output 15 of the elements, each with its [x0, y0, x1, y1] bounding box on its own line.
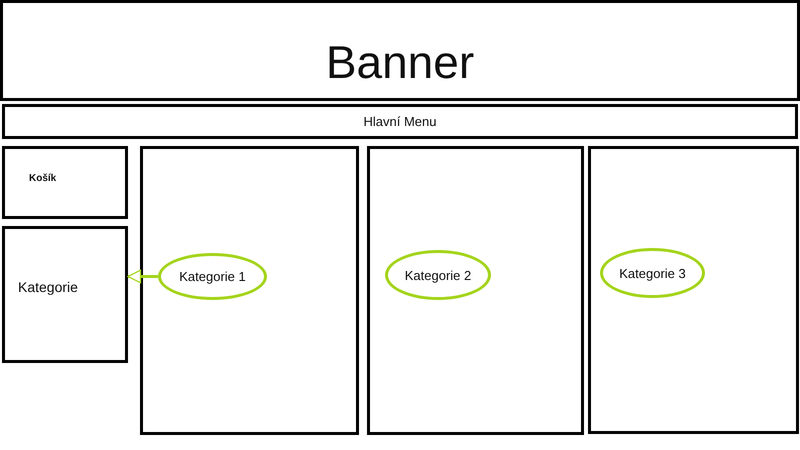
- category-label: Kategorie: [18, 279, 78, 295]
- cart-box: [2, 146, 128, 219]
- category-label: Kategorie 2: [404, 268, 472, 282]
- banner-title: Banner: [324, 35, 476, 89]
- column-box: [367, 146, 584, 435]
- banner-box: [0, 0, 800, 101]
- column-box: [140, 146, 359, 435]
- arrow: [127, 270, 158, 284]
- cart-label: Košík: [29, 173, 56, 184]
- category-label: Kategorie 1: [179, 269, 246, 284]
- menu-bar: [2, 104, 798, 139]
- menu-label: Hlavní Menu: [362, 114, 438, 129]
- category-label: Kategorie 3: [619, 266, 686, 280]
- category-panel: [2, 226, 128, 363]
- column-box: [588, 146, 799, 434]
